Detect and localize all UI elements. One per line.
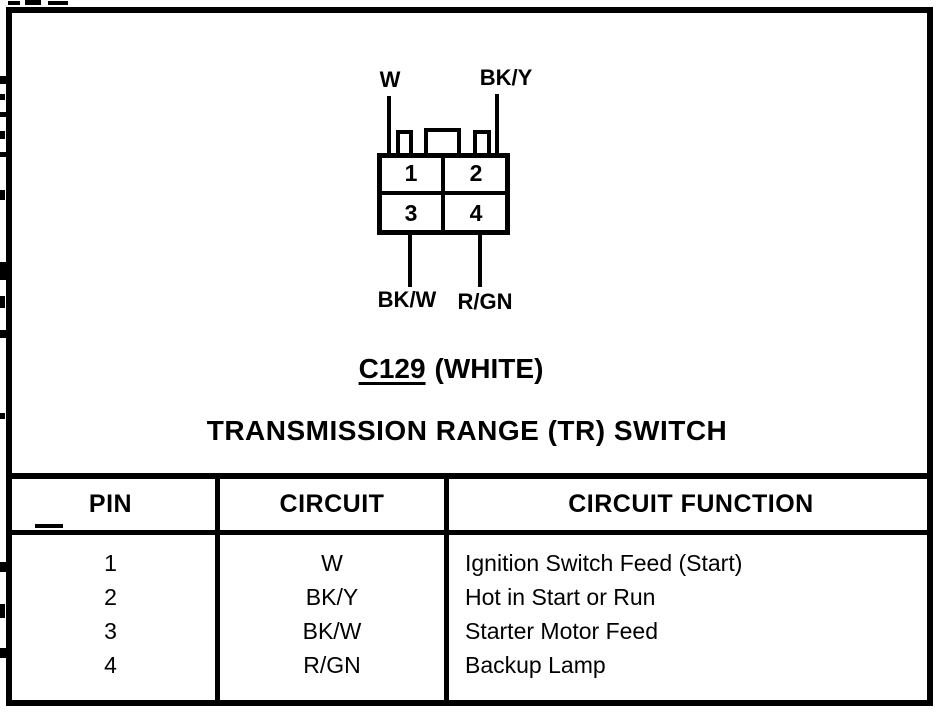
connector-pin-3: 3 xyxy=(404,200,418,226)
scan-artifact xyxy=(0,131,5,139)
scan-artifact xyxy=(0,562,6,572)
scan-artifact xyxy=(0,330,6,338)
table-cell-function: Starter Motor Feed xyxy=(465,618,659,644)
connector-latch-tab xyxy=(424,128,461,157)
wire-line-rgn xyxy=(478,233,482,287)
wire-line-bky xyxy=(495,94,499,155)
wire-line-w xyxy=(387,96,391,155)
table-cell-circuit: W xyxy=(321,550,343,576)
connector-pin-2: 2 xyxy=(469,160,483,186)
column-circuit: W BK/Y BK/W R/GN xyxy=(220,535,449,706)
table-cell-pin: 2 xyxy=(104,584,117,610)
scan-artifact xyxy=(0,604,5,618)
header-circuit: CIRCUIT xyxy=(220,479,449,530)
table-header-row: PIN CIRCUIT CIRCUIT FUNCTION xyxy=(6,479,933,535)
table-cell-pin: 4 xyxy=(104,652,117,678)
column-circuit-function: Ignition Switch Feed (Start) Hot in Star… xyxy=(449,535,933,706)
header-pin: PIN xyxy=(6,479,220,530)
table-cell-circuit: BK/W xyxy=(302,618,362,644)
page-border xyxy=(6,7,933,706)
wire-label-bottom-right: R/GN xyxy=(457,289,513,314)
table-cell-function: Ignition Switch Feed (Start) xyxy=(465,550,743,576)
connector-id-caption: C129 (WHITE) xyxy=(6,353,896,385)
table-cell-function: Backup Lamp xyxy=(465,652,606,678)
connector-color-note: (WHITE) xyxy=(434,353,544,384)
connector-pin-1: 1 xyxy=(404,160,418,186)
table-cell-pin: 3 xyxy=(104,618,117,644)
pinout-table: PIN CIRCUIT CIRCUIT FUNCTION 1 2 3 4 W B… xyxy=(6,473,933,706)
scan-artifact xyxy=(0,413,5,419)
connector-id: C129 xyxy=(358,353,426,384)
table-cell-function: Hot in Start or Run xyxy=(465,584,656,610)
scan-artifact xyxy=(0,190,5,200)
scan-artifact xyxy=(0,648,6,658)
scan-artifact xyxy=(0,296,5,308)
header-circuit-function: CIRCUIT FUNCTION xyxy=(568,490,814,518)
scan-artifact xyxy=(48,1,68,5)
wire-label-top-left: W xyxy=(379,67,401,92)
connector-cavity-divider-horizontal xyxy=(380,191,507,195)
wire-line-bkw xyxy=(408,233,412,287)
scan-artifact xyxy=(0,76,6,84)
wire-label-bottom-left: BK/W xyxy=(377,287,437,312)
scan-artifact xyxy=(0,112,6,117)
table-body: 1 2 3 4 W BK/Y BK/W R/GN Ignition Switch… xyxy=(6,535,933,706)
wire-label-top-right: BK/Y xyxy=(479,65,533,90)
scan-artifact xyxy=(0,262,6,280)
scan-artifact xyxy=(8,1,20,5)
scan-artifact xyxy=(0,94,5,100)
scan-artifact xyxy=(0,152,6,157)
column-pin: 1 2 3 4 xyxy=(6,535,220,706)
connector-pin-4: 4 xyxy=(469,200,483,226)
diagram-title: TRANSMISSION RANGE (TR) SWITCH xyxy=(206,415,728,446)
table-cell-circuit: R/GN xyxy=(303,652,361,678)
table-cell-pin: 1 xyxy=(104,550,117,576)
scan-artifact xyxy=(35,524,63,528)
scan-artifact xyxy=(25,0,41,5)
table-cell-circuit: BK/Y xyxy=(305,584,359,610)
